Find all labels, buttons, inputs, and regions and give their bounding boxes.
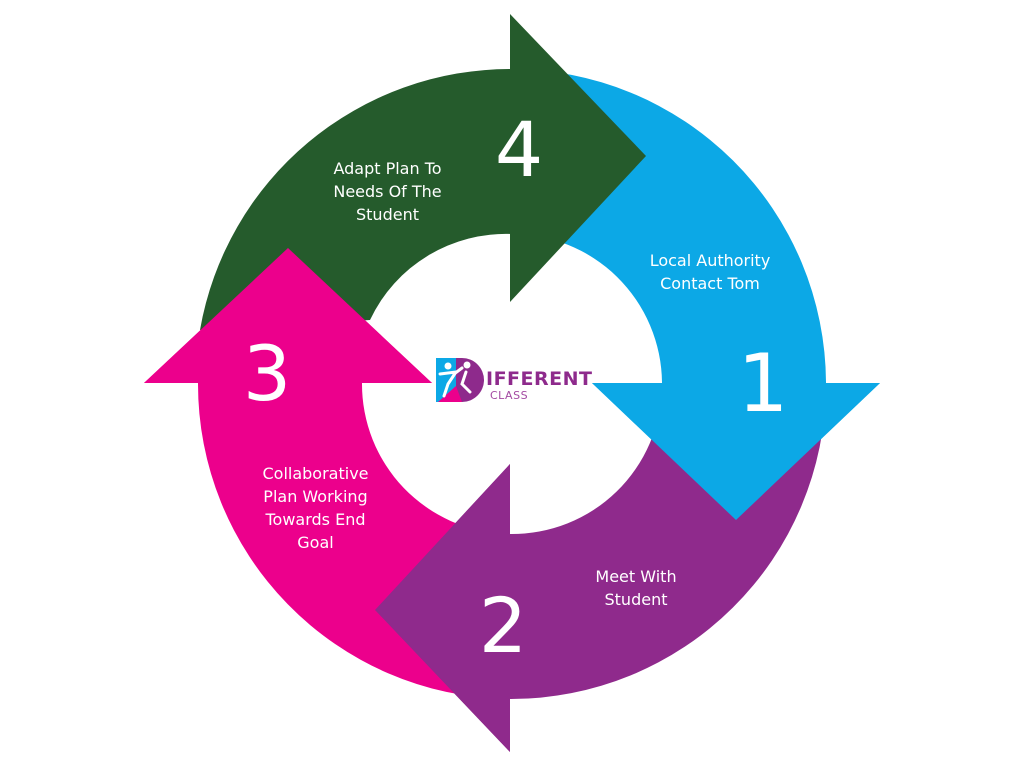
step-1-number: 1 [737, 337, 789, 430]
step-3-label: Collaborative Plan Working Towards End G… [262, 464, 369, 552]
step-4-number: 4 [494, 105, 544, 194]
step-2-number: 2 [478, 581, 528, 670]
logo-wordmark: IFFERENT [486, 368, 593, 390]
dancing-figure-d-icon [436, 358, 484, 402]
logo-subtitle: CLASS [490, 389, 529, 402]
different-class-logo: IFFERENT CLASS [436, 356, 596, 406]
step-4-arrow-head [510, 14, 646, 302]
step-2-label: Meet With Student [595, 567, 677, 609]
step-3-arrow-head-overlay [144, 248, 432, 383]
step-2-arrow-head-overlay [375, 464, 510, 752]
step-1-arrow-head-overlay [592, 383, 880, 520]
step-4-label: Adapt Plan To Needs Of The Student [333, 159, 442, 224]
step-1-label: Local Authority Contact Tom [649, 251, 771, 293]
step-3-number: 3 [242, 329, 292, 418]
